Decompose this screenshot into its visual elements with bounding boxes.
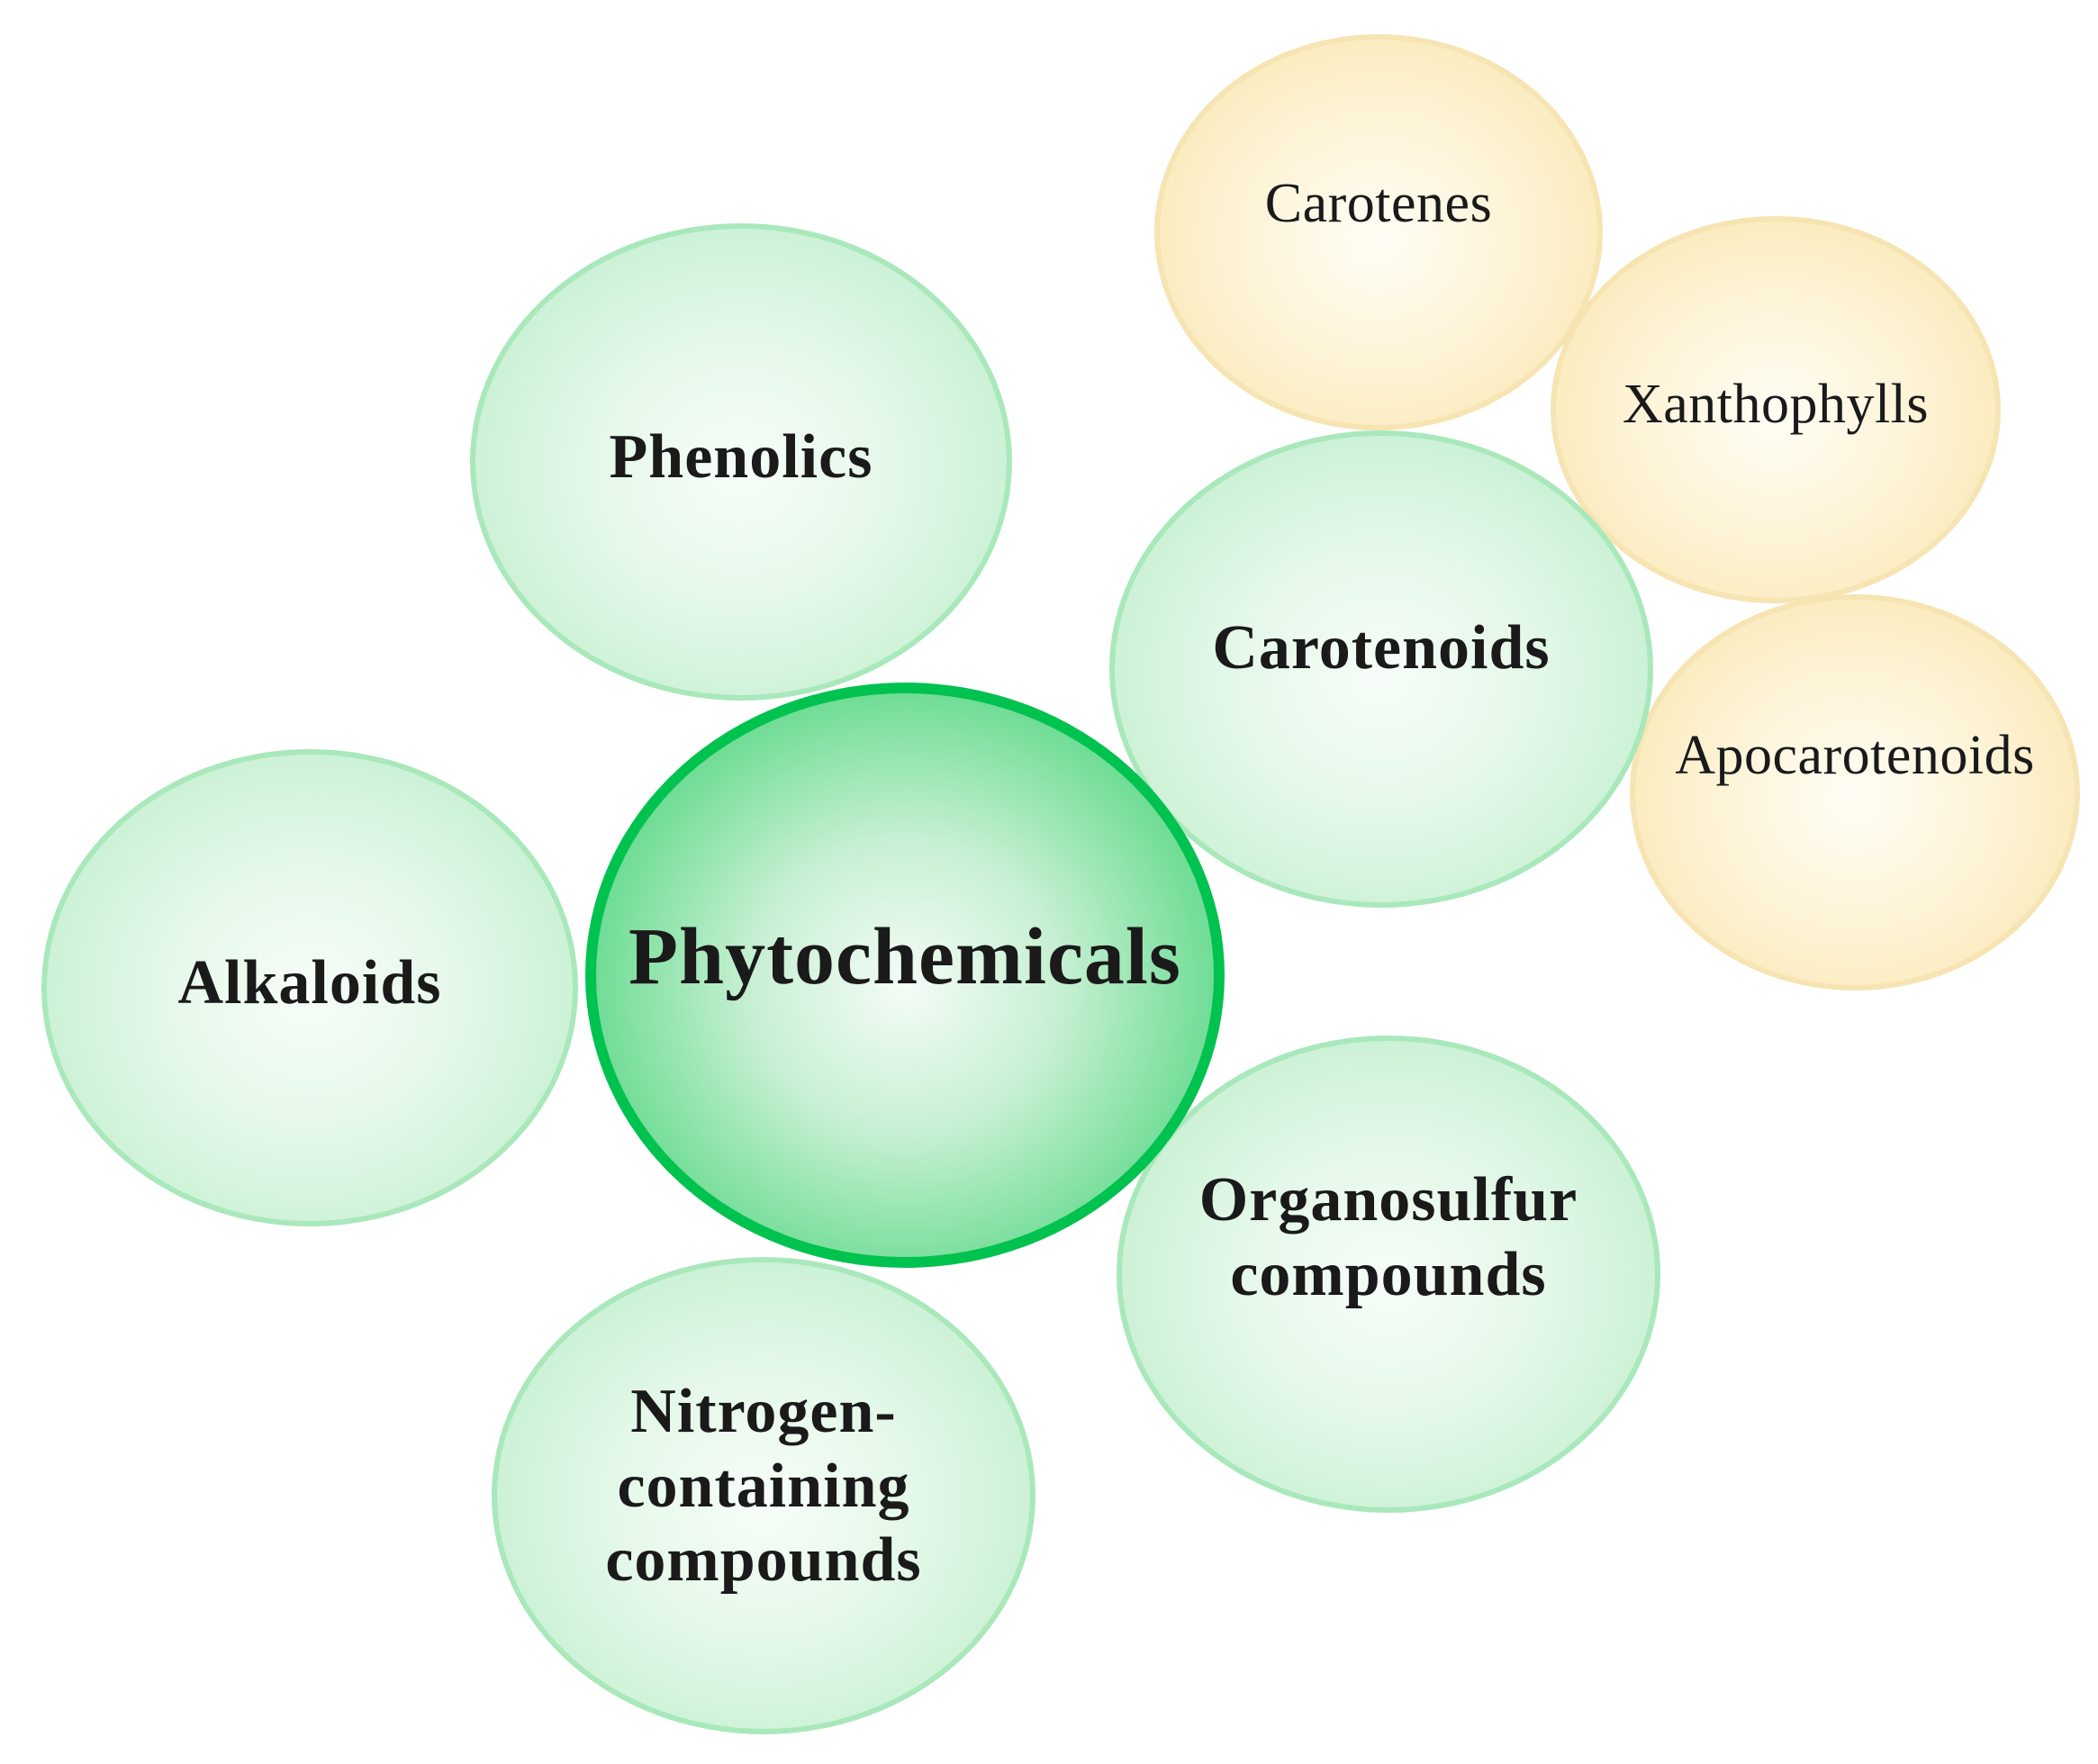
nitrogen-bubble: Nitrogen- containing compounds: [492, 1257, 1035, 1734]
organosulfur-line-2: compounds: [1230, 1240, 1547, 1309]
xanthophylls-label: Xanthophylls: [1622, 374, 1930, 436]
apocarotenoids-label: Apocarotenoids: [1675, 725, 2035, 787]
nitrogen-line-1: Nitrogen-: [630, 1377, 897, 1447]
phenolics-bubble: Phenolics: [470, 223, 1012, 701]
organosulfur-line-1: Organosulfur: [1198, 1165, 1578, 1235]
phytochemicals-label: Phytochemicals: [628, 911, 1181, 1001]
nitrogen-line-3: compounds: [605, 1525, 922, 1596]
organosulfur-bubble: Organosulfur compounds: [1117, 1036, 1660, 1513]
carotenoids-label: Carotenoids: [1212, 613, 1551, 683]
carotenoids-bubble: Carotenoids: [1109, 430, 1653, 908]
carotenes-label: Carotenes: [1264, 173, 1493, 235]
xanthophylls-bubble: Xanthophylls: [1551, 216, 2001, 603]
carotenes-bubble: Carotenes: [1154, 34, 1603, 430]
alkaloids-bubble: Alkaloids: [41, 749, 578, 1226]
organosulfur-label: Organosulfur compounds: [1199, 1163, 1578, 1312]
phytochemicals-core-bubble: Phytochemicals: [585, 683, 1225, 1268]
phenolics-label: Phenolics: [609, 421, 873, 492]
nitrogen-line-2: containing: [617, 1451, 910, 1521]
nitrogen-label: Nitrogen- containing compounds: [605, 1375, 921, 1598]
apocarotenoids-bubble: Apocarotenoids: [1630, 594, 2080, 991]
alkaloids-label: Alkaloids: [177, 947, 442, 1018]
